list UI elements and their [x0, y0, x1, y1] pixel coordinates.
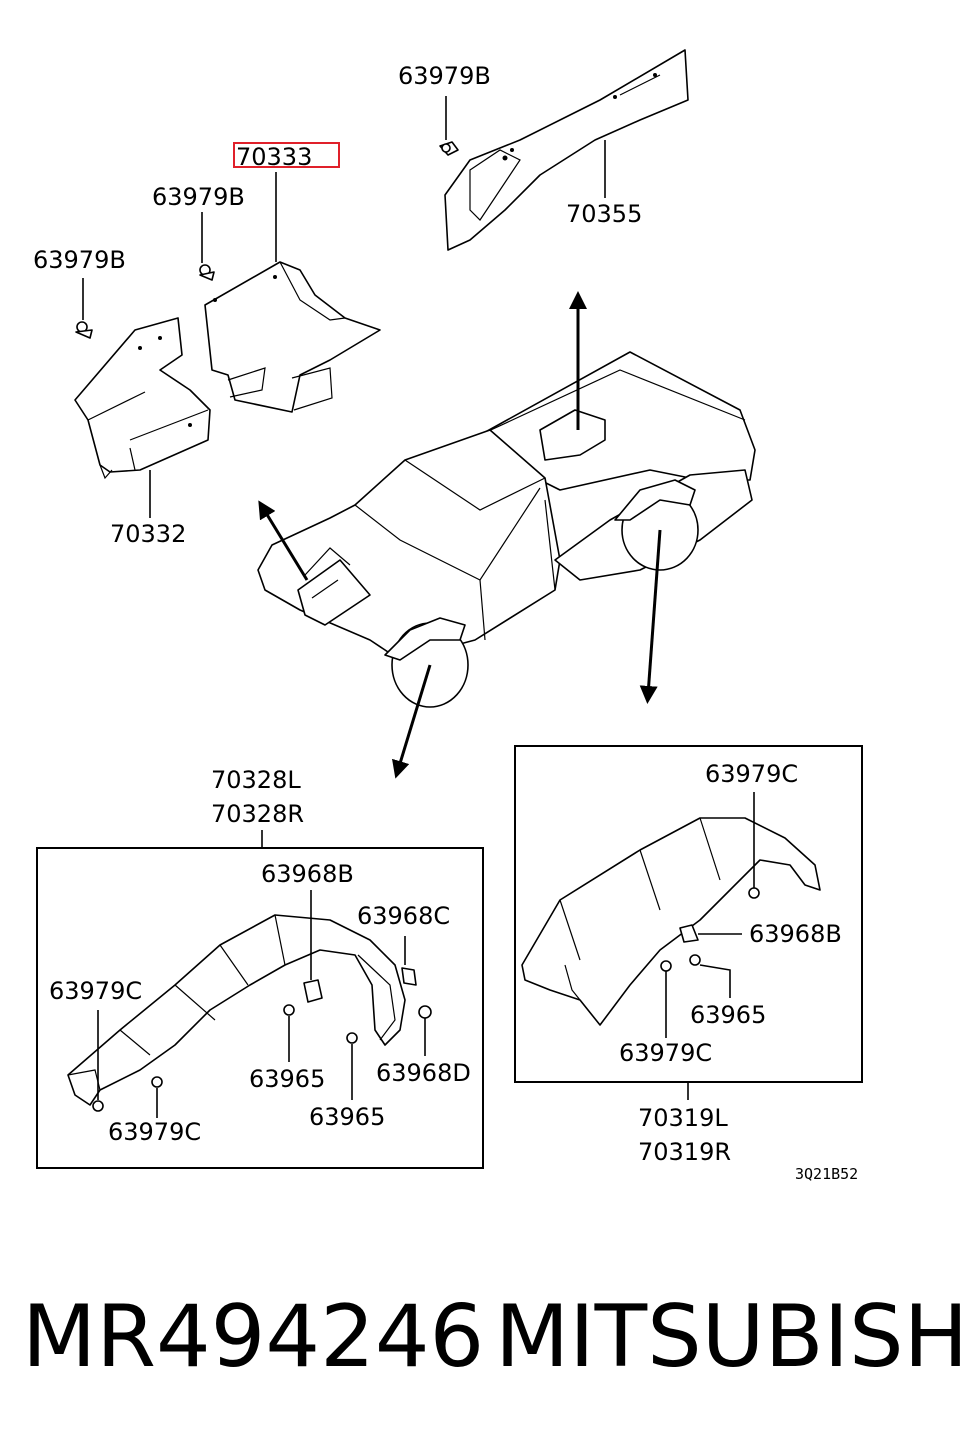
label-63968C[interactable]: 63968C — [357, 902, 450, 930]
rear-liner-70319[interactable] — [521, 817, 821, 1026]
front-liner-70328[interactable] — [67, 914, 406, 1106]
fasteners-rear[interactable] — [660, 887, 760, 972]
label-63965-rear[interactable]: 63965 — [690, 1001, 766, 1029]
label-70328L[interactable]: 70328L — [211, 766, 301, 794]
panel-70332[interactable] — [74, 317, 211, 480]
label-63968B-front[interactable]: 63968B — [261, 860, 354, 888]
label-63979C-front-bottom[interactable]: 63979C — [108, 1118, 201, 1146]
label-63965-a[interactable]: 63965 — [249, 1065, 325, 1093]
label-63968D[interactable]: 63968D — [376, 1059, 471, 1087]
fasteners-front[interactable] — [92, 967, 432, 1112]
highlight-70333 — [233, 142, 340, 168]
clip-63979B-top[interactable] — [439, 141, 459, 156]
label-63979C-rear-bottom[interactable]: 63979C — [619, 1039, 712, 1067]
panel-70333[interactable] — [204, 261, 381, 413]
brand-name: MITSUBISHI — [495, 1287, 960, 1387]
label-63968B-rear[interactable]: 63968B — [749, 920, 842, 948]
drawing-code: 3Q21B52 — [795, 1165, 858, 1183]
label-63979C-rear-top[interactable]: 63979C — [705, 760, 798, 788]
leader-arrows — [258, 291, 662, 779]
part-number: MR494246 — [22, 1287, 484, 1387]
label-63965-b[interactable]: 63965 — [309, 1103, 385, 1131]
label-70355[interactable]: 70355 — [566, 200, 642, 228]
panel-70355[interactable] — [444, 49, 689, 251]
label-63979B-left[interactable]: 63979B — [33, 246, 126, 274]
label-70328R[interactable]: 70328R — [211, 800, 304, 828]
clip-63979B-mid[interactable] — [199, 264, 215, 281]
label-70319R[interactable]: 70319R — [638, 1138, 731, 1166]
label-70319L[interactable]: 70319L — [638, 1104, 728, 1132]
label-63979B-top[interactable]: 63979B — [398, 62, 491, 90]
label-70333[interactable]: 70333 — [236, 143, 312, 171]
label-70332[interactable]: 70332 — [110, 520, 186, 548]
label-63979B-mid[interactable]: 63979B — [152, 183, 245, 211]
front-liner-box — [36, 847, 484, 1169]
truck-illustration — [257, 351, 756, 708]
clip-63979B-left[interactable] — [75, 321, 93, 339]
label-63979C-front-top[interactable]: 63979C — [49, 977, 142, 1005]
